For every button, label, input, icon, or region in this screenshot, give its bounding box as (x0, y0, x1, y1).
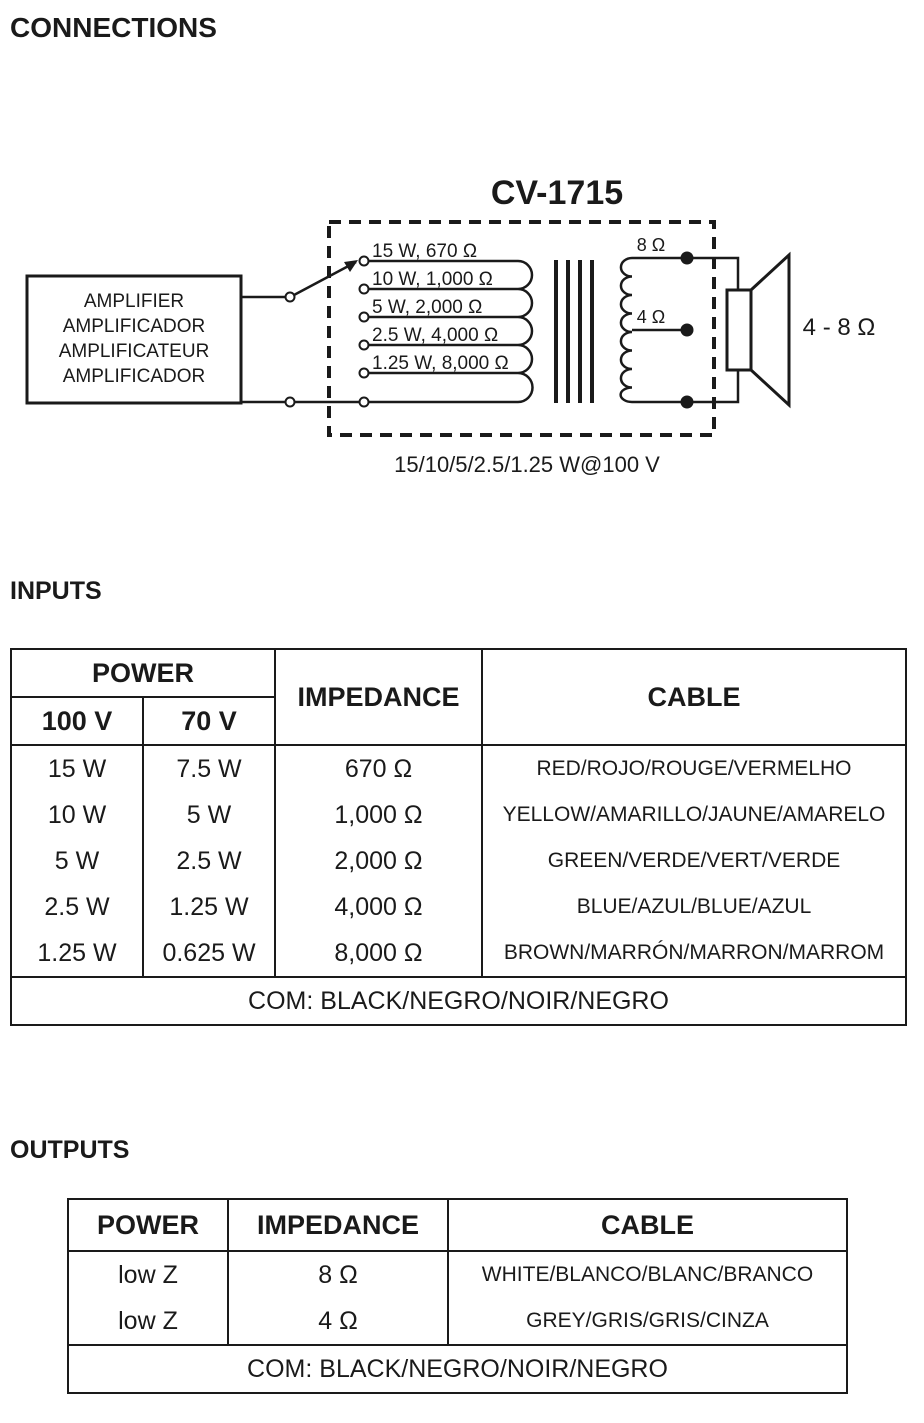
power-70v: 0.625 W (142, 930, 276, 978)
cable-color: WHITE/BLANCO/BLANC/BRANCO (447, 1250, 848, 1298)
header-power: POWER (67, 1198, 229, 1252)
cable-color: BLUE/AZUL/BLUE/AZUL (481, 884, 907, 930)
output-terminal-8ohm (680, 251, 694, 265)
amplifier-label-fr: AMPLIFICATEUR (59, 341, 210, 362)
table-row: 15 W 7.5 W 670 Ω RED/ROJO/ROUGE/VERMELHO (10, 744, 907, 792)
header-impedance: IMPEDANCE (227, 1198, 449, 1252)
power: low Z (67, 1298, 229, 1346)
tap-terminal-3 (358, 311, 370, 323)
common-cable: COM: BLACK/NEGRO/NOIR/NEGRO (10, 976, 907, 1026)
transformer-core (554, 260, 594, 403)
amplifier-box (25, 274, 243, 405)
impedance: 670 Ω (274, 744, 483, 792)
power: low Z (67, 1250, 229, 1298)
inputs-table: POWER IMPEDANCE CABLE 100 V 70 V 15 W 7.… (10, 648, 907, 1026)
header-cable: CABLE (481, 648, 907, 746)
cable-color: GREEN/VERDE/VERT/VERDE (481, 838, 907, 884)
amplifier-label-pt: AMPLIFICADOR (63, 366, 206, 387)
power-100v: 1.25 W (10, 930, 144, 978)
amplifier-label-es: AMPLIFICADOR (63, 316, 206, 337)
impedance: 2,000 Ω (274, 838, 483, 884)
tap-terminal-1 (358, 255, 370, 267)
rating-label: 15/10/5/2.5/1.25 W@100 V (394, 452, 660, 477)
transformer-enclosure (327, 220, 716, 437)
power-100v: 10 W (10, 792, 144, 838)
outputs-heading: OUTPUTS (10, 1136, 130, 1164)
impedance: 8 Ω (227, 1250, 449, 1298)
tap-selector-arm (293, 260, 357, 297)
amp-com-terminal (284, 396, 296, 408)
impedance: 8,000 Ω (274, 930, 483, 978)
header-70v: 70 V (142, 696, 276, 746)
model-label: CV-1715 (491, 174, 623, 212)
tap-label-4: 2.5 W, 4,000 Ω (372, 325, 498, 346)
connection-diagram: CV-1715 AMPLIFIER AMPLIFICADOR AMPLIFICA… (25, 174, 876, 477)
output-terminal-4ohm (680, 323, 694, 337)
amplifier-label-en: AMPLIFIER (84, 291, 184, 312)
connections-heading: CONNECTIONS (10, 12, 217, 43)
primary-coil (517, 259, 534, 404)
cable-color: RED/ROJO/ROUGE/VERMELHO (481, 744, 907, 792)
table-row: low Z 8 Ω WHITE/BLANCO/BLANC/BRANCO (67, 1250, 848, 1298)
tap-label-1: 15 W, 670 Ω (372, 241, 477, 262)
tap-terminal-4 (358, 339, 370, 351)
secondary-label-8ohm: 8 Ω (637, 235, 665, 255)
header-impedance: IMPEDANCE (274, 648, 483, 746)
impedance: 4 Ω (227, 1298, 449, 1346)
header-cable: CABLE (447, 1198, 848, 1252)
table-row: 5 W 2.5 W 2,000 Ω GREEN/VERDE/VERT/VERDE (10, 838, 907, 884)
power-100v: 5 W (10, 838, 144, 884)
secondary-coil (619, 256, 633, 404)
com-terminal (358, 396, 370, 408)
header-power: POWER (10, 648, 276, 698)
header-100v: 100 V (10, 696, 144, 746)
power-70v: 1.25 W (142, 884, 276, 930)
power-100v: 2.5 W (10, 884, 144, 930)
table-row: 2.5 W 1.25 W 4,000 Ω BLUE/AZUL/BLUE/AZUL (10, 884, 907, 930)
cable-color: YELLOW/AMARILLO/JAUNE/AMARELO (481, 792, 907, 838)
inputs-heading: INPUTS (10, 577, 102, 605)
tap-label-3: 5 W, 2,000 Ω (372, 297, 482, 318)
tap-label-5: 1.25 W, 8,000 Ω (372, 353, 509, 374)
common-cable: COM: BLACK/NEGRO/NOIR/NEGRO (67, 1344, 848, 1394)
outputs-table: POWER IMPEDANCE CABLE low Z 8 Ω WHITE/BL… (67, 1198, 848, 1394)
impedance: 4,000 Ω (274, 884, 483, 930)
power-70v: 5 W (142, 792, 276, 838)
power-100v: 15 W (10, 744, 144, 792)
tap-label-2: 10 W, 1,000 Ω (372, 269, 493, 290)
table-row: 10 W 5 W 1,000 Ω YELLOW/AMARILLO/JAUNE/A… (10, 792, 907, 838)
tap-terminal-2 (358, 283, 370, 295)
speaker-icon (725, 251, 791, 409)
power-70v: 7.5 W (142, 744, 276, 792)
table-row: low Z 4 Ω GREY/GRIS/GRIS/CINZA (67, 1298, 848, 1346)
speaker-impedance-label: 4 - 8 Ω (803, 314, 876, 341)
tap-selector-arrowhead (344, 260, 358, 272)
secondary-label-4ohm: 4 Ω (637, 307, 665, 327)
table-row: 1.25 W 0.625 W 8,000 Ω BROWN/MARRÓN/MARR… (10, 930, 907, 978)
power-70v: 2.5 W (142, 838, 276, 884)
tap-terminal-5 (358, 367, 370, 379)
amp-hot-terminal (284, 291, 296, 303)
output-terminal-com (680, 395, 694, 409)
cable-color: BROWN/MARRÓN/MARRON/MARROM (481, 930, 907, 978)
cable-color: GREY/GRIS/GRIS/CINZA (447, 1298, 848, 1346)
impedance: 1,000 Ω (274, 792, 483, 838)
